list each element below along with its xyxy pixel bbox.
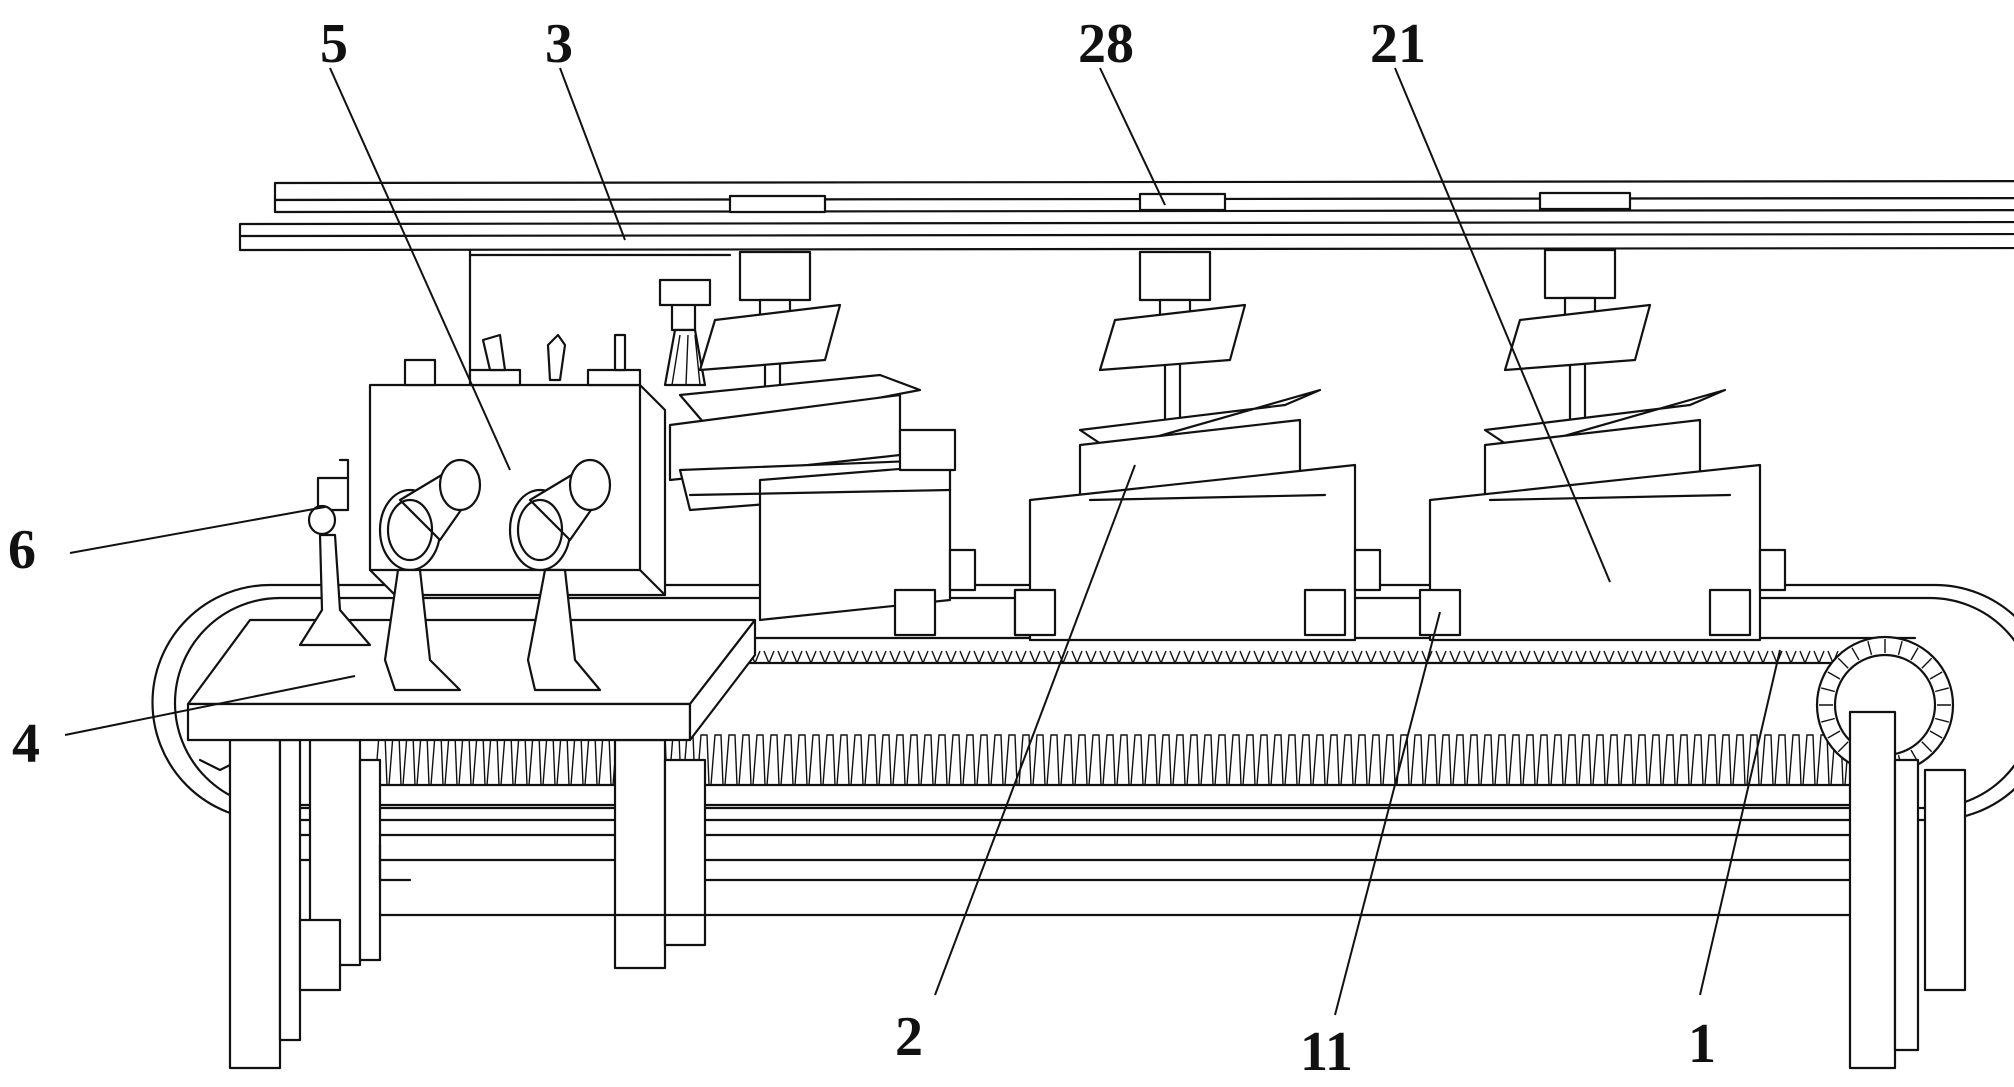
control-head-unit <box>298 278 712 692</box>
station-3 <box>1418 248 1787 642</box>
station-1 <box>668 250 1057 637</box>
label-5: 5 <box>320 13 348 75</box>
side-table <box>186 618 757 742</box>
overhead-rail-assembly <box>238 180 2014 252</box>
leader-lines <box>64 67 1781 1016</box>
station-2 <box>1013 250 1382 642</box>
label-28: 28 <box>1078 13 1134 75</box>
label-1: 1 <box>1688 1013 1716 1075</box>
label-2: 2 <box>895 1006 923 1068</box>
vertical-support-frame <box>468 248 732 382</box>
label-11: 11 <box>1300 1021 1353 1083</box>
label-3: 3 <box>545 13 573 75</box>
label-4: 4 <box>12 713 40 775</box>
idler-gear <box>198 758 232 772</box>
base-frame <box>228 710 1967 1070</box>
label-6: 6 <box>8 519 36 581</box>
label-21: 21 <box>1370 13 1426 75</box>
